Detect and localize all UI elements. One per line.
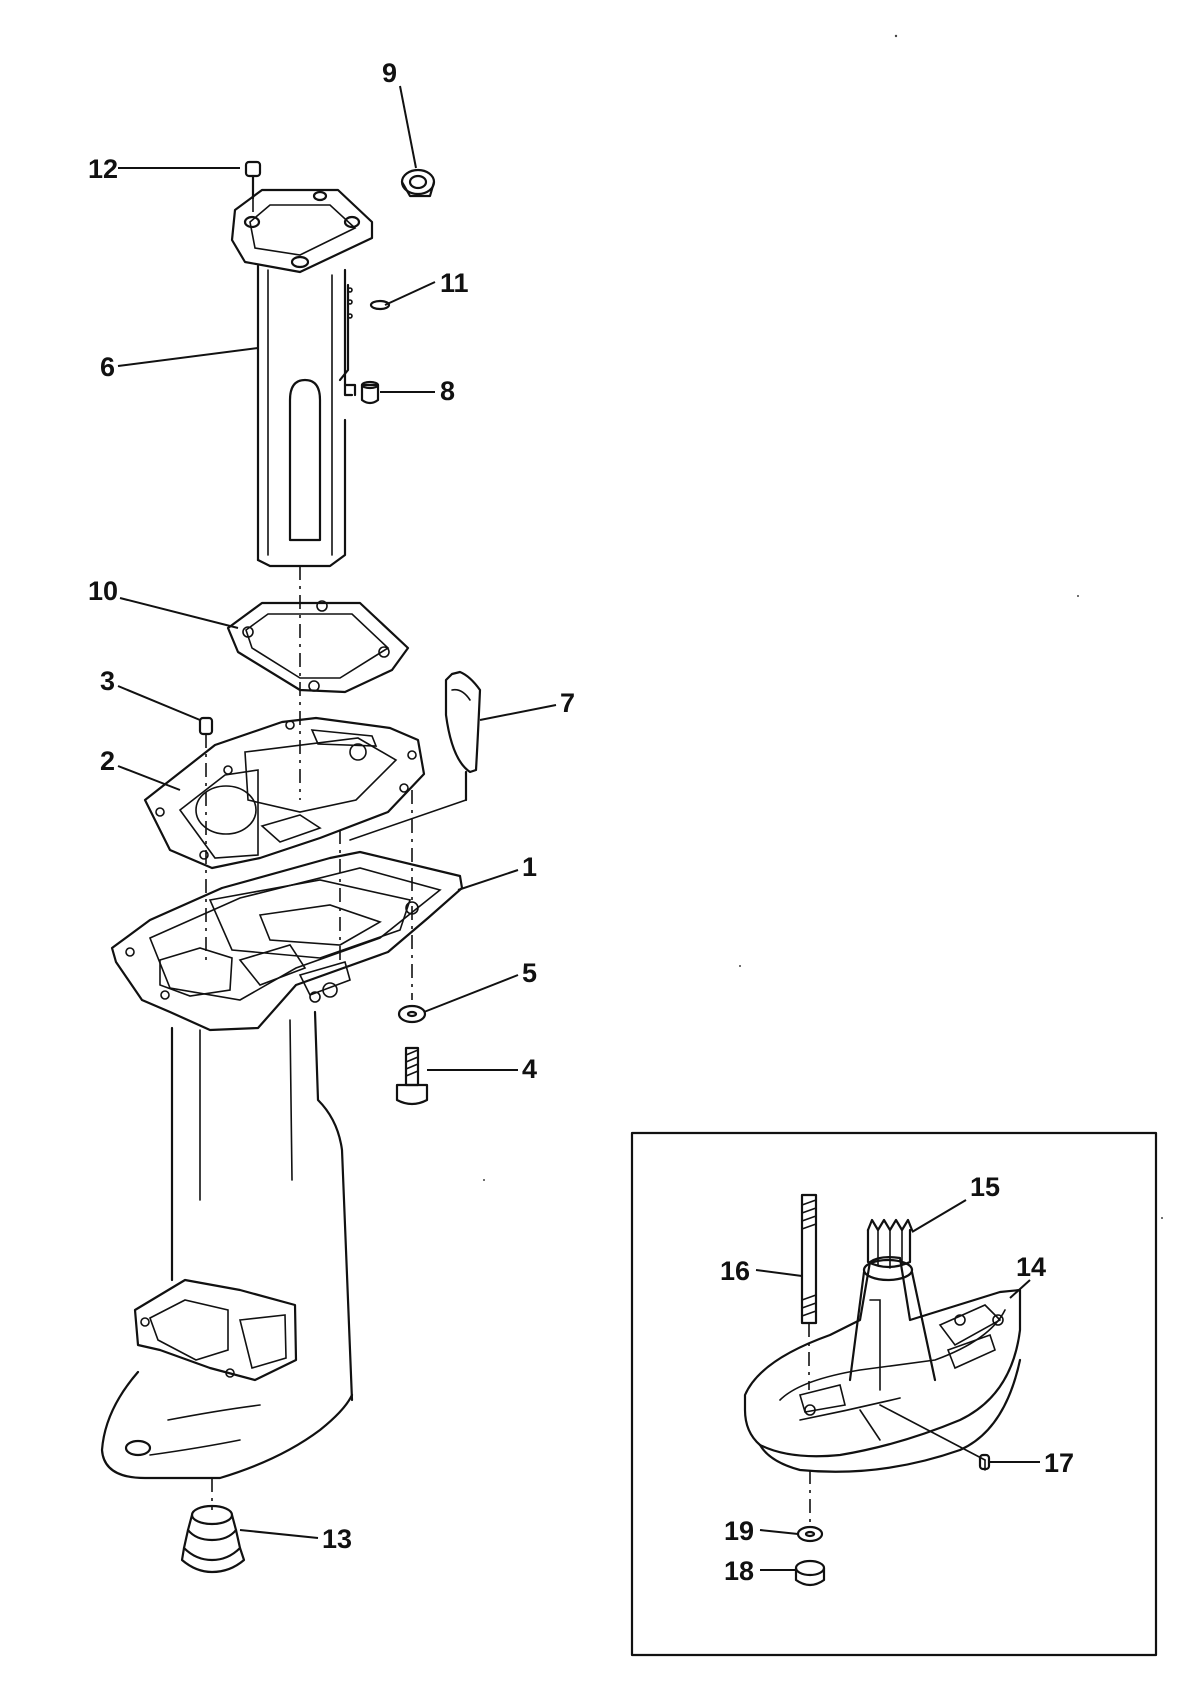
- callout-13: 13: [322, 1524, 352, 1554]
- part-15-impeller: [866, 1218, 914, 1269]
- part-14-pump-base: [743, 1256, 1022, 1473]
- callout-15: 15: [970, 1172, 1000, 1202]
- callout-2: 2: [100, 746, 115, 776]
- callout-16: 16: [720, 1256, 750, 1286]
- part-16-stud: [800, 1193, 818, 1390]
- callout-18: 18: [724, 1556, 754, 1586]
- part-9-seal: [400, 168, 436, 198]
- part-12-screw: [244, 160, 262, 215]
- inset-box: [630, 1131, 1158, 1657]
- callout-5: 5: [522, 958, 537, 988]
- callout-7: 7: [560, 688, 575, 718]
- part-3-dowel-pin: [198, 716, 214, 960]
- scan-specks: [483, 34, 1163, 1219]
- part-7-cover: [349, 670, 482, 841]
- callout-9: 9: [382, 58, 397, 88]
- callout-17: 17: [1044, 1448, 1074, 1478]
- callout-19: 19: [724, 1516, 754, 1546]
- callout-12: 12: [88, 154, 118, 184]
- callout-10: 10: [88, 576, 118, 606]
- part-13-grommet: [180, 1478, 246, 1574]
- part-5-washer: [397, 1004, 427, 1024]
- leader-lines: [117, 85, 1040, 1571]
- part-11-pin: [369, 299, 391, 311]
- part-10-gasket: [226, 600, 410, 694]
- callout-4: 4: [522, 1054, 537, 1084]
- callout-3: 3: [100, 666, 115, 696]
- part-1-driveshaft-housing: [100, 850, 464, 1480]
- callout-11: 11: [440, 268, 469, 298]
- part-4-bolt: [395, 1046, 429, 1106]
- callout-8: 8: [440, 376, 455, 406]
- part-19-washer: [796, 1470, 824, 1543]
- callout-6: 6: [100, 352, 115, 382]
- callout-labels: 9 12 11 6 8 10 3 7 2 1 5 4 13 15 16 14 1…: [88, 58, 1074, 1586]
- part-6-driveshaft-housing: [230, 188, 374, 568]
- part-18-nut: [794, 1559, 826, 1587]
- callout-14: 14: [1016, 1252, 1046, 1282]
- callout-1: 1: [522, 852, 537, 882]
- part-17-pin: [978, 1453, 991, 1471]
- part-8-plug: [360, 380, 380, 405]
- part-2-adapter-gasket: [143, 716, 426, 870]
